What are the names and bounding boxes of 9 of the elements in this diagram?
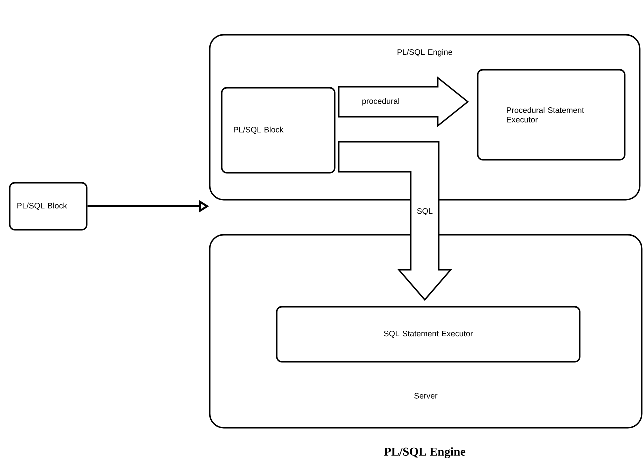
caption: PL/SQL Engine [384,448,466,458]
process-box: Procedural Statement Executor [477,69,626,161]
block-arrow [338,141,453,302]
edge-label: SQL [417,208,433,216]
block-arrow [338,76,470,128]
process-box: PL/SQL Block [9,182,88,231]
process-box: SQL Statement Executor [276,306,581,363]
edge-label: procedural [362,98,400,106]
process-box: PL/SQL Block [221,87,336,174]
